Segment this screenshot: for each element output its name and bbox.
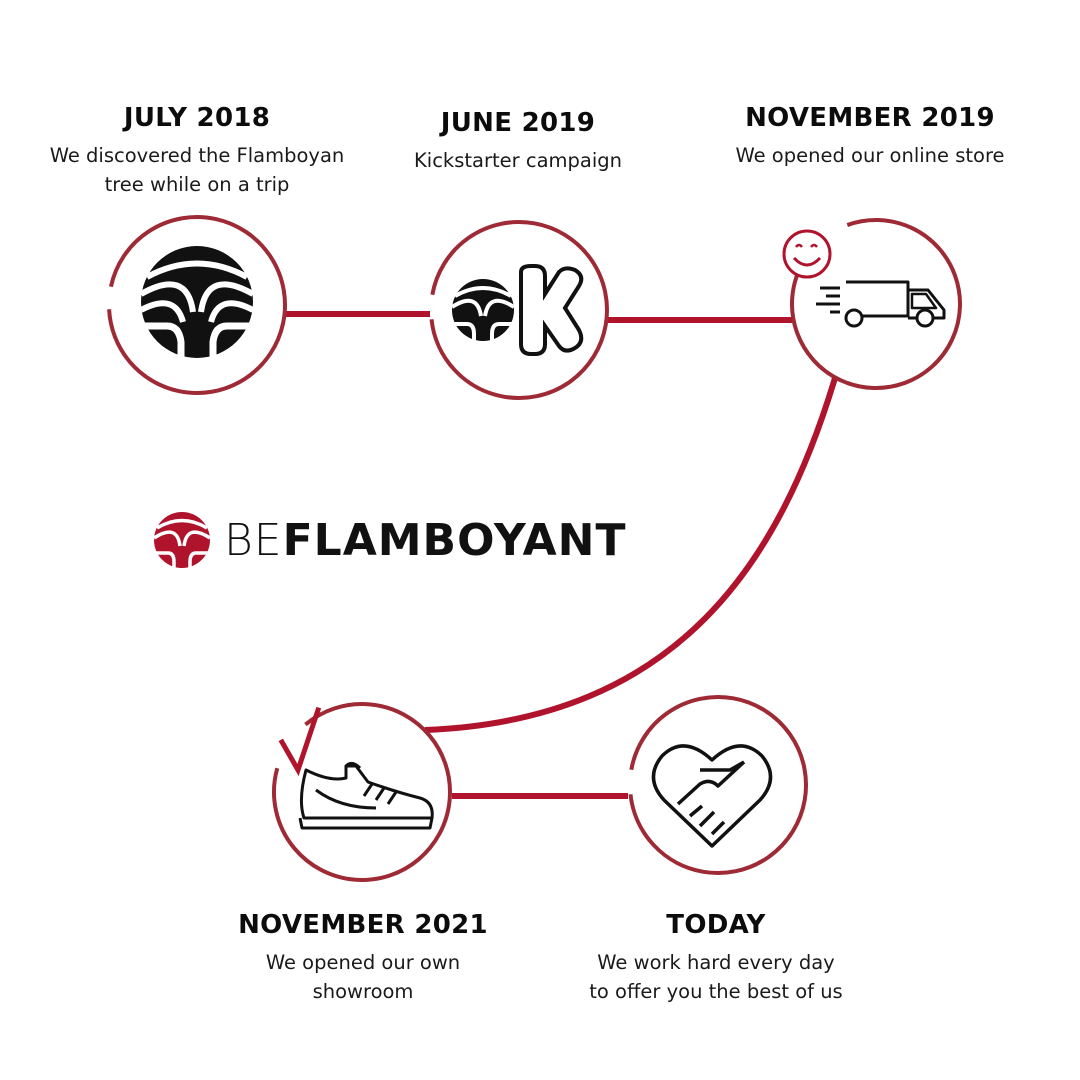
milestone-ring-4 xyxy=(272,702,452,882)
delivery-truck-icon xyxy=(816,280,946,328)
brand-prefix: BE xyxy=(224,514,283,566)
milestone-2-description: Kickstarter campaign xyxy=(414,149,622,172)
heart-handshake-icon xyxy=(651,744,773,848)
brand-title: FLAMBOYANT xyxy=(282,514,627,566)
brand-wordmark: BEFLAMBOYANT xyxy=(150,510,626,570)
milestone-4-date: NOVEMBER 2021 xyxy=(238,910,488,940)
milestone-3-date: NOVEMBER 2019 xyxy=(745,103,995,133)
sneaker-icon xyxy=(298,761,434,830)
milestone-5-description: We work hard every day to offer you the … xyxy=(589,951,843,1003)
milestone-2-label: JUNE 2019 Kickstarter campaign xyxy=(368,108,668,175)
kickstarter-icon xyxy=(450,264,584,356)
milestone-4-label: NOVEMBER 2021 We opened our own showroom xyxy=(213,910,513,1006)
milestone-4-description: We opened our own showroom xyxy=(265,951,461,1003)
connector-3-4 xyxy=(424,377,838,733)
milestone-5-label: TODAY We work hard every day to offer yo… xyxy=(556,910,876,1006)
check-mark-icon xyxy=(278,706,322,777)
milestone-ring-3 xyxy=(790,217,962,390)
milestone-3-label: NOVEMBER 2019 We opened our online store xyxy=(700,103,1040,170)
flamboyan-tree-icon xyxy=(137,246,257,362)
brand-name: BEFLAMBOYANT xyxy=(224,515,626,566)
milestone-1-date: JULY 2018 xyxy=(123,103,271,133)
milestone-2-date: JUNE 2019 xyxy=(440,108,596,138)
smiley-icon xyxy=(782,229,832,279)
milestone-1-label: JULY 2018 We discovered the Flamboyan tr… xyxy=(27,103,367,199)
milestone-1-description: We discovered the Flamboyan tree while o… xyxy=(49,144,345,196)
milestone-3-description: We opened our online store xyxy=(735,144,1005,167)
milestone-5-date: TODAY xyxy=(666,910,766,940)
brand-logo-icon xyxy=(152,512,212,570)
